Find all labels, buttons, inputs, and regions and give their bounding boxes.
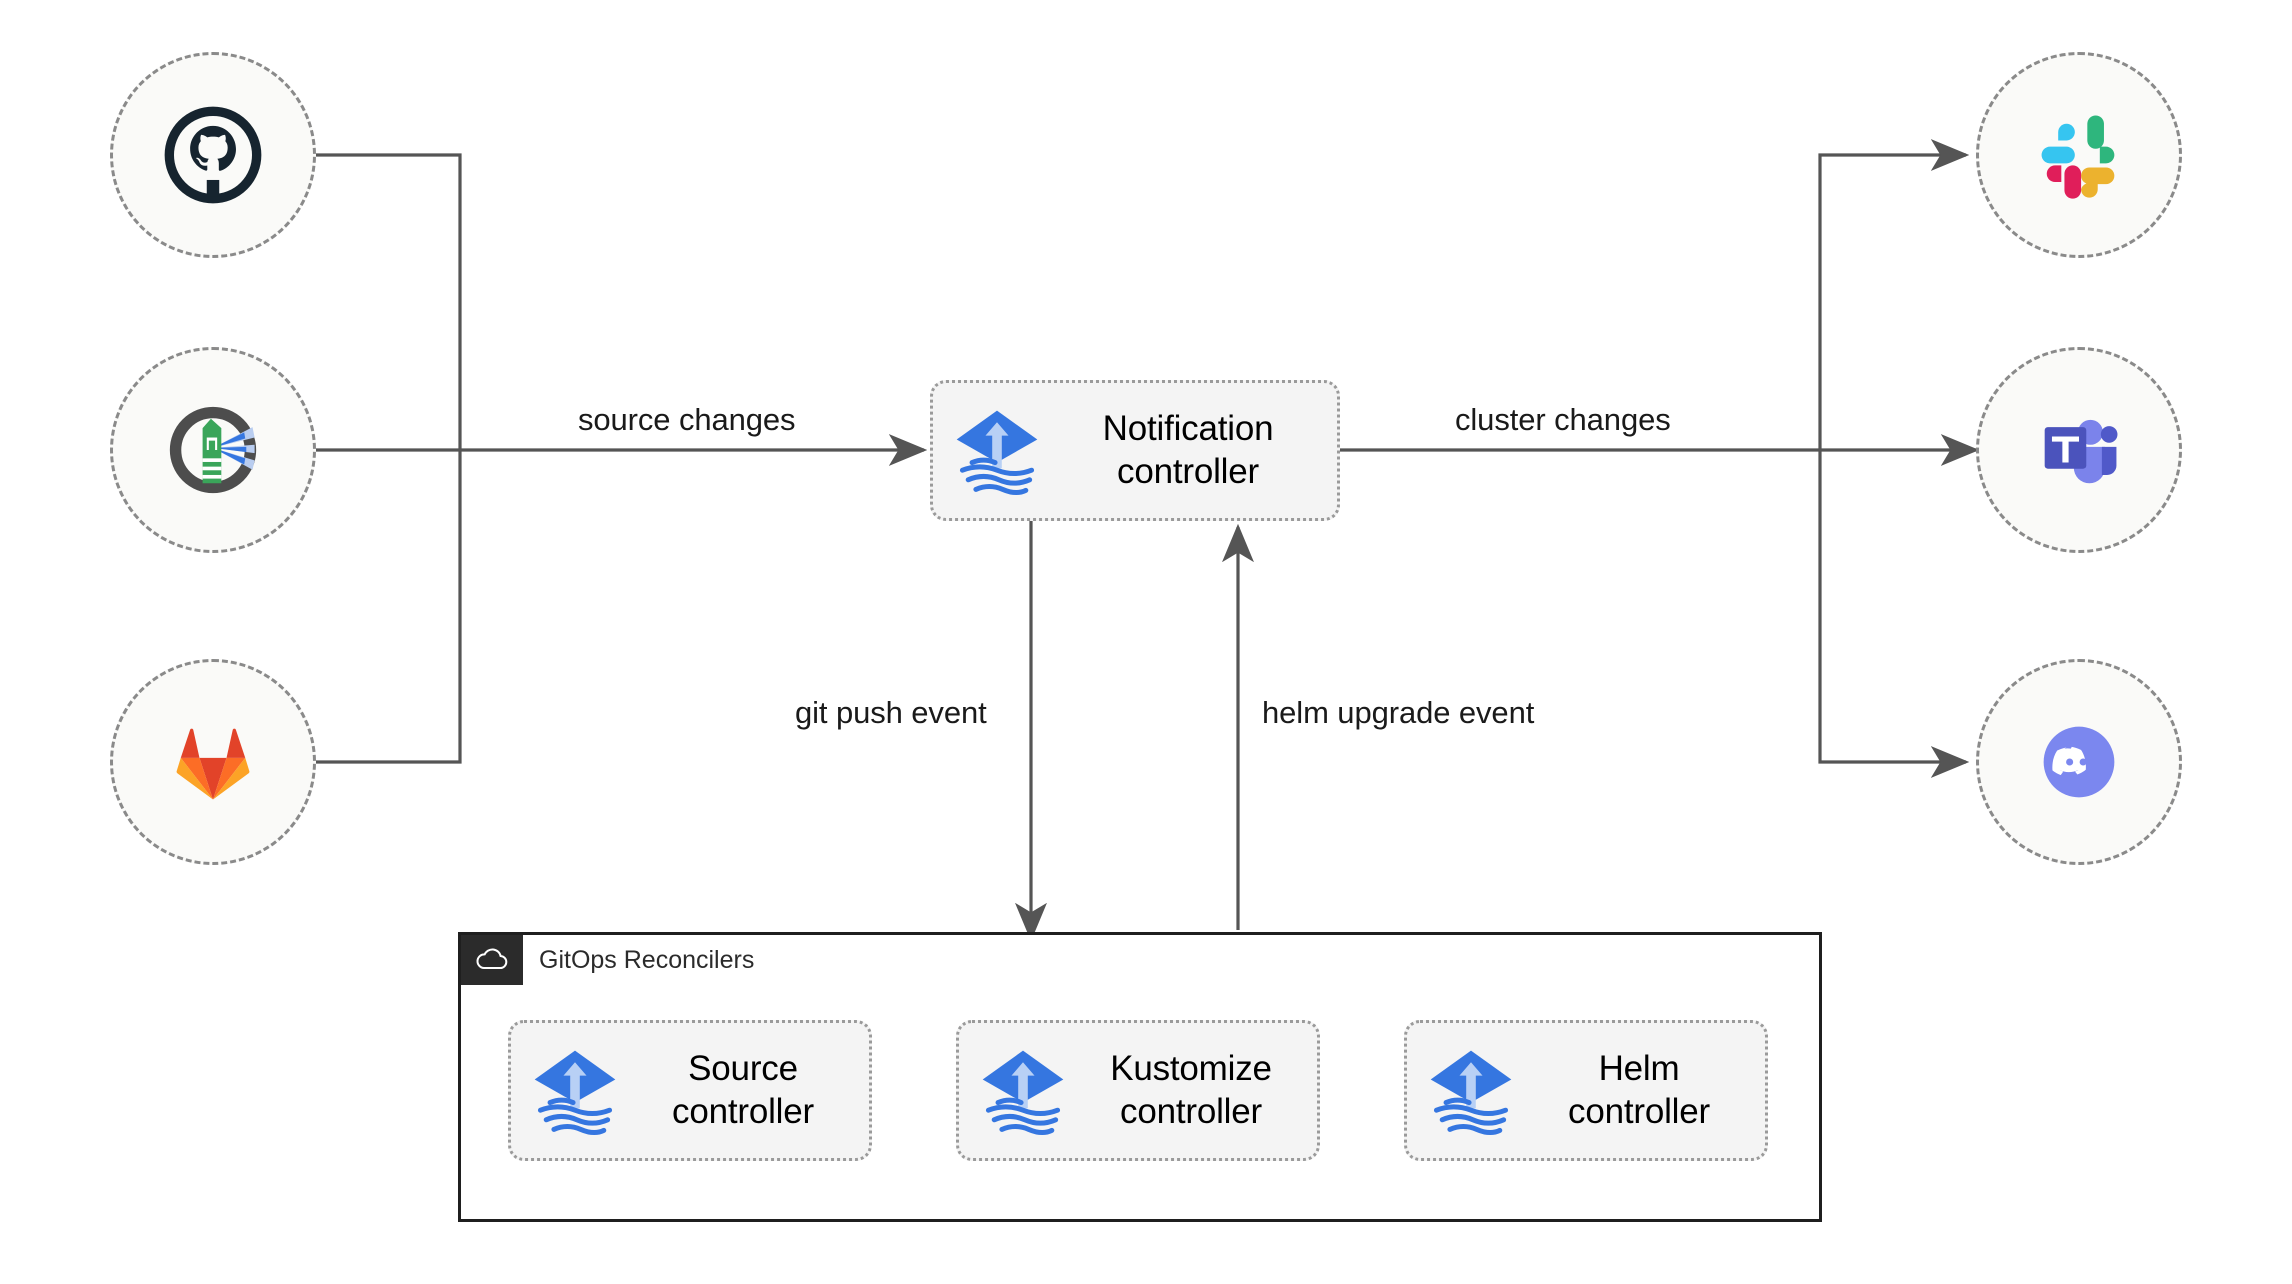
microsoft-teams-icon <box>2044 419 2118 484</box>
target-node-slack[interactable] <box>1976 52 2182 258</box>
source-controller-label: Source controller <box>672 1048 814 1131</box>
kustomize-controller-box[interactable]: Kustomize controller <box>956 1020 1320 1161</box>
source-node-github[interactable] <box>110 52 316 258</box>
gitops-group-header: GitOps Reconcilers <box>461 935 754 985</box>
github-icon <box>164 106 262 204</box>
flux-controller-icon <box>1430 1050 1512 1135</box>
slack-icon <box>2041 115 2115 199</box>
edge-label-helm-upgrade-event: helm upgrade event <box>1262 695 1535 730</box>
wire-gitlab-to-bus <box>316 450 462 764</box>
edge-label-cluster-changes: cluster changes <box>1455 402 1671 437</box>
flux-controller-icon <box>982 1050 1064 1135</box>
helm-controller-box[interactable]: Helm controller <box>1404 1020 1768 1161</box>
notification-controller-box[interactable]: Notification controller <box>930 380 1340 521</box>
edge-label-git-push-event: git push event <box>795 695 987 730</box>
notification-controller-label: Notification controller <box>1102 408 1274 491</box>
source-node-flux[interactable] <box>110 347 316 553</box>
helm-controller-label: Helm controller <box>1568 1048 1710 1131</box>
kustomize-controller-label: Kustomize controller <box>1110 1048 1272 1131</box>
target-node-discord[interactable] <box>1976 659 2182 865</box>
flux-controller-icon <box>956 410 1038 495</box>
wire-github-to-bus <box>316 153 462 450</box>
discord-icon <box>2043 726 2115 798</box>
edge-label-source-changes: source changes <box>578 402 796 437</box>
gitlab-icon <box>176 728 250 800</box>
cloud-icon <box>476 948 508 969</box>
wire-bus-to-slack <box>1818 139 1970 450</box>
flux-lighthouse-icon <box>169 406 257 494</box>
cloud-icon-tile <box>461 935 523 985</box>
flux-controller-icon <box>534 1050 616 1135</box>
source-node-gitlab[interactable] <box>110 659 316 865</box>
wire-bus-to-discord <box>1818 450 1970 778</box>
gitops-group-title: GitOps Reconcilers <box>539 945 755 974</box>
target-node-teams[interactable] <box>1976 347 2182 553</box>
source-controller-box[interactable]: Source controller <box>508 1020 872 1161</box>
